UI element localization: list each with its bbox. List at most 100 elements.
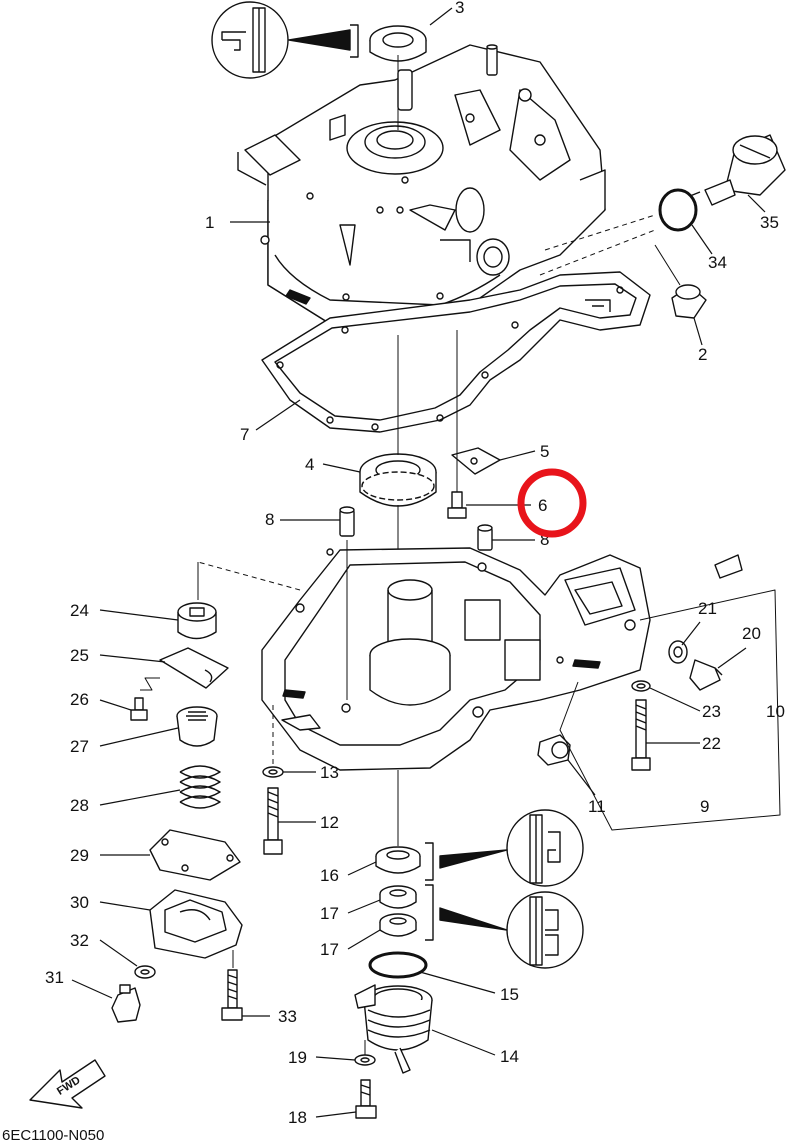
detail-bubble-top	[211, 1, 359, 79]
strainer-27	[176, 706, 218, 747]
callout-p9: 9	[700, 797, 709, 816]
guide-lines-34	[539, 214, 656, 276]
callout-p31: 31	[45, 968, 64, 987]
cover-30	[149, 889, 243, 959]
callout-p33: 33	[278, 1007, 297, 1026]
bolt-33	[221, 969, 243, 1021]
highlight-circle	[517, 468, 587, 538]
o-ring-15	[368, 951, 428, 979]
callout-p26: 26	[70, 690, 89, 709]
callout-p1: 1	[205, 213, 214, 232]
callout-p15: 15	[500, 985, 519, 1004]
callout-p21: 21	[698, 599, 717, 618]
leader-p17b	[347, 929, 381, 950]
plate-25	[159, 647, 229, 689]
callout-p29: 29	[70, 846, 89, 865]
leader-p20	[717, 647, 747, 669]
bearing-4	[359, 453, 437, 507]
callout-p11: 11	[588, 797, 606, 816]
washer-23	[631, 680, 651, 692]
oil-seal-17a	[379, 885, 417, 909]
callout-p5: 5	[540, 442, 549, 461]
leader-p14	[431, 1029, 496, 1056]
callout-p34: 34	[708, 253, 727, 272]
leader-p11	[567, 759, 596, 796]
callout-p20: 20	[742, 624, 761, 643]
leader-lines	[71, 7, 766, 1118]
leader-p28	[99, 789, 181, 806]
leader-p35	[747, 194, 766, 213]
gasket-7	[261, 271, 651, 433]
callout-p13: 13	[320, 763, 339, 782]
callout-p22: 22	[702, 734, 721, 753]
leader-p2	[693, 317, 703, 346]
bolt-31	[111, 984, 141, 1023]
cap-24	[177, 602, 217, 640]
bolt-12	[263, 787, 283, 855]
group-bracket-9-10	[559, 589, 781, 831]
leader-p19	[315, 1056, 356, 1061]
callout-p35: 35	[760, 213, 779, 232]
top-fittings	[397, 44, 498, 111]
callout-p24: 24	[70, 601, 89, 620]
callout-p32: 32	[70, 931, 89, 950]
callout-p2: 2	[698, 345, 707, 364]
callout-p12: 12	[320, 813, 339, 832]
screw-26	[130, 697, 148, 721]
leader-p21	[681, 621, 701, 646]
callout-p7: 7	[240, 425, 249, 444]
diagram-code: 6EC1100-N050	[2, 1127, 104, 1143]
guide-24	[197, 561, 301, 591]
leader-p17a	[347, 899, 381, 914]
washer-13	[262, 766, 284, 778]
washer-19	[354, 1054, 376, 1066]
bolt-6	[447, 491, 467, 519]
washer-21	[668, 640, 688, 664]
leader-p31	[71, 979, 113, 999]
stud-10	[714, 554, 743, 579]
callout-p8b: 8	[540, 530, 549, 549]
callout-p30: 30	[70, 893, 89, 912]
leader-p25	[99, 654, 166, 663]
detail-bubble-mid	[425, 809, 584, 887]
spring-28	[179, 765, 221, 809]
callout-p25: 25	[70, 646, 89, 665]
leader-p27	[99, 727, 179, 747]
leader-p34	[691, 224, 713, 255]
oil-seal-16	[375, 846, 421, 874]
gasket-29	[149, 829, 241, 881]
oil-seal-17b	[379, 913, 417, 937]
callout-p8a: 8	[265, 510, 274, 529]
leader-p5	[499, 450, 536, 461]
o-ring-34	[658, 188, 698, 232]
leader-p23	[649, 687, 701, 712]
leader-p18	[315, 1111, 357, 1118]
leader-p15	[419, 971, 496, 994]
bolt-18	[355, 1079, 377, 1119]
oil-filler-cap-35	[689, 134, 786, 206]
plate-5	[451, 447, 501, 475]
callout-p18: 18	[288, 1108, 307, 1127]
callout-p16: 16	[320, 866, 339, 885]
dowel-pin-8b	[477, 524, 493, 551]
oil-seal-3	[369, 25, 427, 62]
callout-p19: 19	[288, 1048, 307, 1067]
leader-p30	[99, 901, 151, 911]
collar-2	[671, 284, 707, 319]
crankcase-lower	[261, 547, 651, 771]
housing-14	[354, 984, 433, 1074]
leader-p4	[322, 463, 361, 473]
leader-p3	[429, 7, 453, 26]
bolt-22	[631, 699, 651, 771]
leader-p7	[255, 399, 301, 431]
callout-p6: 6	[538, 496, 547, 515]
callout-p27: 27	[70, 737, 89, 756]
callout-p4: 4	[305, 455, 314, 474]
guide-26	[140, 677, 160, 691]
callout-p17b: 17	[320, 940, 339, 959]
fwd-arrow-icon: FWD	[29, 1059, 106, 1109]
callout-p28: 28	[70, 796, 89, 815]
leader-p26	[99, 699, 132, 711]
dowel-pin-8a	[339, 506, 355, 537]
callout-p10: 10	[766, 702, 785, 721]
